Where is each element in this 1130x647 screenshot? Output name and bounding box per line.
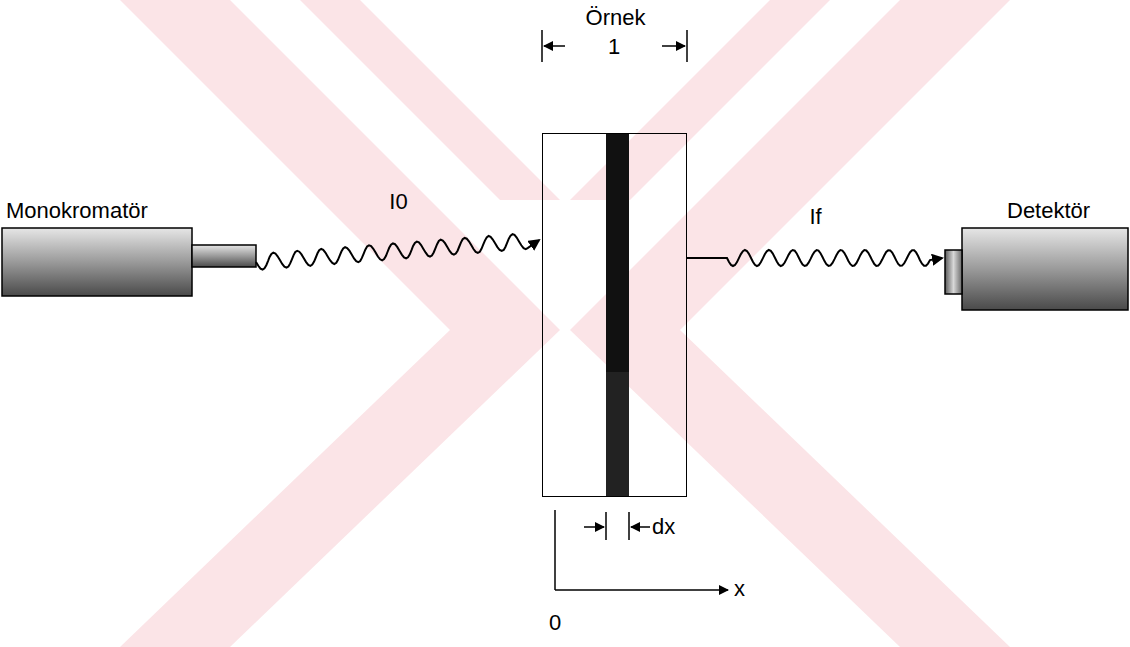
dimension-line (542, 30, 687, 62)
detector-body (962, 228, 1128, 310)
node-heading: Örnek (586, 7, 646, 29)
node-heading: Detektör (1007, 200, 1090, 222)
dx-dimension (584, 512, 650, 540)
monochromator-body (2, 228, 192, 296)
origin-label: 0 (549, 612, 561, 634)
sample-slice (606, 134, 629, 372)
axis-label: x (734, 578, 745, 600)
monochromator: Monokromatör (2, 228, 256, 296)
watermark-shape (120, 0, 1010, 647)
detector: Detektör (945, 228, 1128, 310)
detector-window (945, 250, 962, 294)
width-label: 1 (608, 36, 620, 58)
sample-slice (606, 372, 629, 496)
monochromator-nozzle (192, 245, 256, 267)
intensity-label: I0 (389, 191, 407, 213)
node-heading: Monokromatör (6, 200, 148, 222)
x-axis (555, 510, 728, 590)
sample-cell: Örnek (542, 133, 687, 497)
intensity-label: If (809, 206, 821, 228)
light-beam (687, 250, 942, 266)
dx-label: dx (652, 516, 675, 538)
light-beam (256, 234, 539, 269)
